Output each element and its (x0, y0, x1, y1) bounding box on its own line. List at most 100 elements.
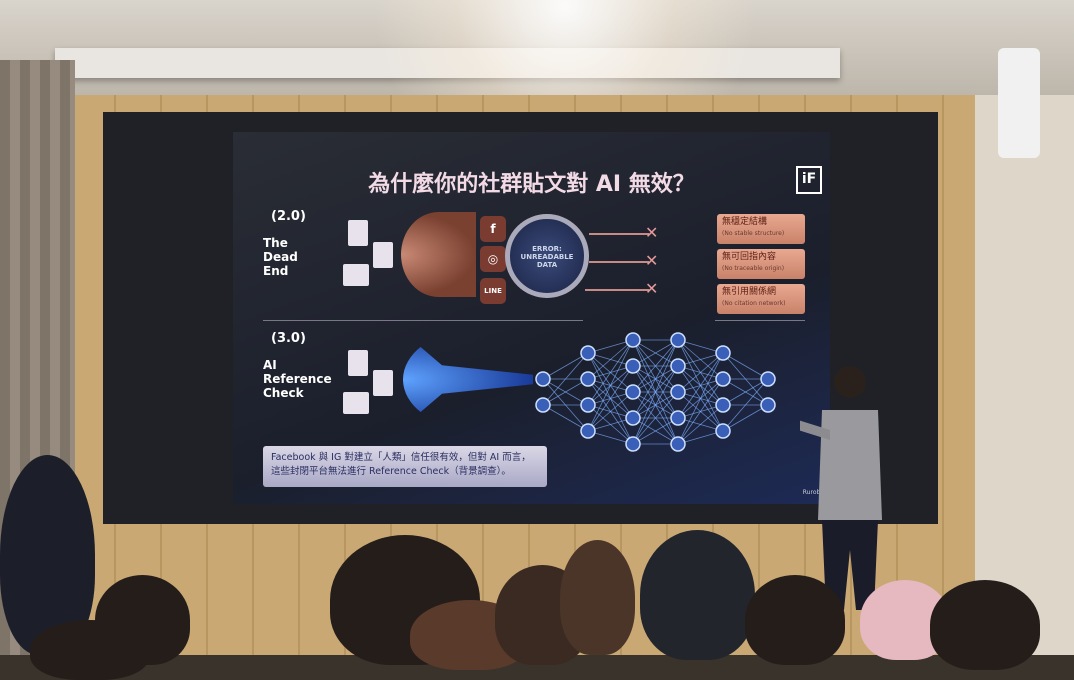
tag-en: (No traceable origin) (722, 265, 785, 272)
network-edge (632, 391, 679, 445)
network-node (580, 345, 596, 361)
slide-caption: Facebook 與 IG 對建立「人類」信任很有效，但對 AI 而言，這些封閉… (263, 446, 547, 487)
network-edge (587, 339, 634, 380)
network-node (670, 384, 686, 400)
network-edge (677, 352, 724, 445)
network-edge (722, 378, 769, 406)
connector-line (585, 289, 649, 291)
network-edge (677, 378, 724, 445)
network-edge (677, 404, 724, 445)
network-node (760, 397, 776, 413)
connector-line (589, 261, 649, 263)
image-icon (343, 264, 369, 286)
tag-no-citation-network: 無引用關係網 (No citation network) (717, 284, 805, 314)
neural-network (535, 332, 776, 452)
copper-horn (401, 212, 476, 297)
network-edge (587, 339, 634, 406)
network-edge (677, 352, 724, 419)
network-edge (632, 339, 679, 367)
tag-en: (No stable structure) (722, 230, 785, 237)
network-edge (722, 404, 769, 432)
audience-member (745, 575, 845, 665)
network-edge (542, 404, 589, 432)
network-edge (587, 430, 634, 445)
tag-no-traceable-origin: 無可回指內容 (No traceable origin) (717, 249, 805, 279)
network-edge (542, 378, 589, 406)
network-node (715, 423, 731, 439)
network-edge (587, 339, 634, 354)
divider (263, 320, 583, 321)
network-node (580, 371, 596, 387)
audience-member (30, 620, 150, 680)
network-node (670, 436, 686, 452)
network-edge (677, 339, 724, 354)
slide-footer: Rurobe (802, 489, 824, 496)
slide-title: 為什麼你的社群貼文對 AI 無效？ (368, 172, 695, 197)
document-icon (348, 350, 368, 376)
network-node (625, 384, 641, 400)
network-edge (587, 365, 634, 432)
facebook-icon: f (480, 216, 506, 242)
x-mark-icon: ✕ (645, 279, 659, 298)
network-node (625, 332, 641, 348)
blue-horn (403, 332, 533, 427)
instagram-icon: ◎ (480, 246, 506, 272)
x-mark-icon: ✕ (645, 223, 659, 242)
presentation-slide: 為什麼你的社群貼文對 AI 無效？ iF (2.0) The Dead End … (233, 132, 830, 504)
network-edge (722, 352, 769, 380)
network-node (625, 410, 641, 426)
document-icon (373, 370, 393, 396)
network-edge (632, 365, 679, 445)
magnifier-lens: ERROR: UNREADABLE DATA (505, 214, 589, 298)
divider (715, 320, 805, 321)
document-icon (348, 220, 368, 246)
document-icon (373, 242, 393, 268)
network-edge (587, 339, 634, 432)
security-camera (998, 48, 1040, 158)
if-logo: iF (796, 166, 822, 194)
network-node (670, 332, 686, 348)
tag-no-stable-structure: 無穩定結構 (No stable structure) (717, 214, 805, 244)
network-edge (587, 417, 634, 432)
network-node (535, 397, 551, 413)
network-node (760, 371, 776, 387)
network-edge (542, 352, 589, 380)
network-edge (677, 430, 724, 445)
network-edge (677, 352, 724, 393)
audience (0, 455, 1074, 680)
network-edge (632, 417, 679, 445)
network-edge (632, 339, 679, 445)
tag-en: (No citation network) (722, 300, 786, 307)
network-node (580, 423, 596, 439)
presenter (800, 366, 882, 610)
network-node (715, 397, 731, 413)
tag-zh: 無可回指內容 (722, 252, 777, 262)
line-icon: LINE (480, 278, 506, 304)
tag-zh: 無引用關係網 (722, 287, 777, 297)
network-node (535, 371, 551, 387)
audience-member (930, 580, 1040, 670)
network-edge (542, 352, 589, 406)
network-edge (677, 352, 724, 367)
network-edge (587, 391, 634, 432)
x-mark-icon: ✕ (645, 251, 659, 270)
network-edge (632, 339, 679, 393)
network-node (670, 410, 686, 426)
network-node (715, 345, 731, 361)
network-node (580, 397, 596, 413)
connector-line (589, 233, 649, 235)
old-version-label: (2.0) (271, 209, 306, 224)
dead-end-label: The Dead End (263, 236, 298, 278)
audience-member (560, 540, 635, 655)
network-node (670, 358, 686, 374)
new-version-label: (3.0) (271, 331, 306, 346)
tag-zh: 無穩定結構 (722, 217, 768, 227)
right-wall (975, 95, 1074, 655)
network-edge (722, 378, 769, 432)
audience-member (640, 530, 755, 660)
network-node (625, 358, 641, 374)
network-node (625, 436, 641, 452)
image-icon (343, 392, 369, 414)
network-node (715, 371, 731, 387)
network-edge (632, 339, 679, 419)
